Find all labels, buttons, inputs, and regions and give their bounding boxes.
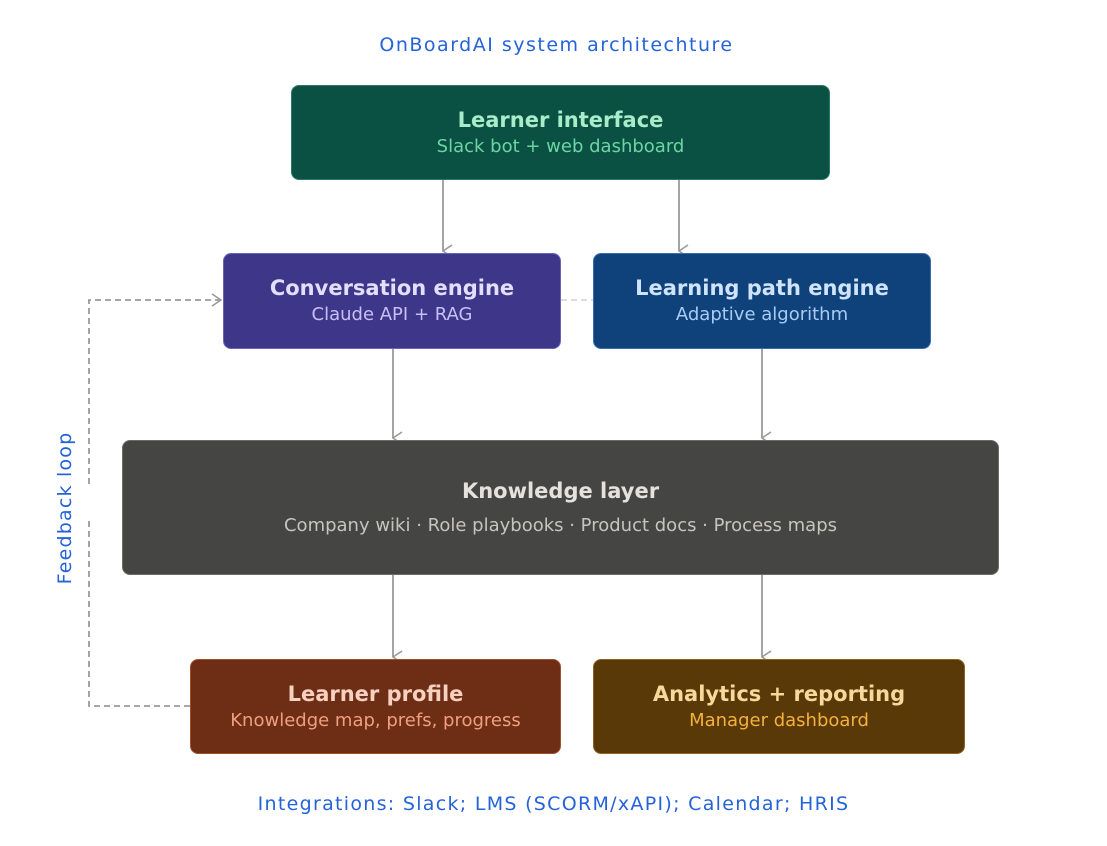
node-analytics-reporting: Analytics + reporting Manager dashboard — [593, 659, 965, 754]
node-title: Conversation engine — [269, 276, 515, 300]
node-subtitle: Claude API + RAG — [311, 304, 473, 325]
node-learner-profile: Learner profile Knowledge map, prefs, pr… — [190, 659, 561, 754]
node-subtitle: Manager dashboard — [689, 709, 869, 731]
node-learner-interface: Learner interface Slack bot + web dashbo… — [291, 85, 830, 180]
node-title: Learning path engine — [635, 276, 889, 300]
node-title: Learner profile — [287, 681, 464, 706]
integrations-footer: Integrations: Slack; LMS (SCORM/xAPI); C… — [257, 793, 850, 815]
feedback-loop-label: Feedback loop — [54, 431, 76, 585]
node-title: Learner interface — [457, 107, 664, 132]
node-knowledge-layer: Knowledge layer Company wiki · Role play… — [122, 440, 999, 575]
edge-feedback-loop-upper — [88, 300, 221, 484]
node-title: Knowledge layer — [461, 478, 660, 503]
node-learning-path-engine: Learning path engine Adaptive algorithm — [593, 253, 931, 349]
edge-feedback-loop-lower — [88, 517, 190, 707]
node-subtitle: Knowledge map, prefs, progress — [230, 709, 521, 731]
node-conversation-engine: Conversation engine Claude API + RAG — [223, 253, 561, 349]
diagram-title: OnBoardAI system architechture — [379, 34, 734, 56]
node-subtitle: Company wiki · Role playbooks · Product … — [283, 514, 838, 536]
node-title: Analytics + reporting — [652, 681, 906, 706]
node-subtitle: Slack bot + web dashboard — [436, 135, 685, 157]
node-subtitle: Adaptive algorithm — [675, 304, 849, 325]
